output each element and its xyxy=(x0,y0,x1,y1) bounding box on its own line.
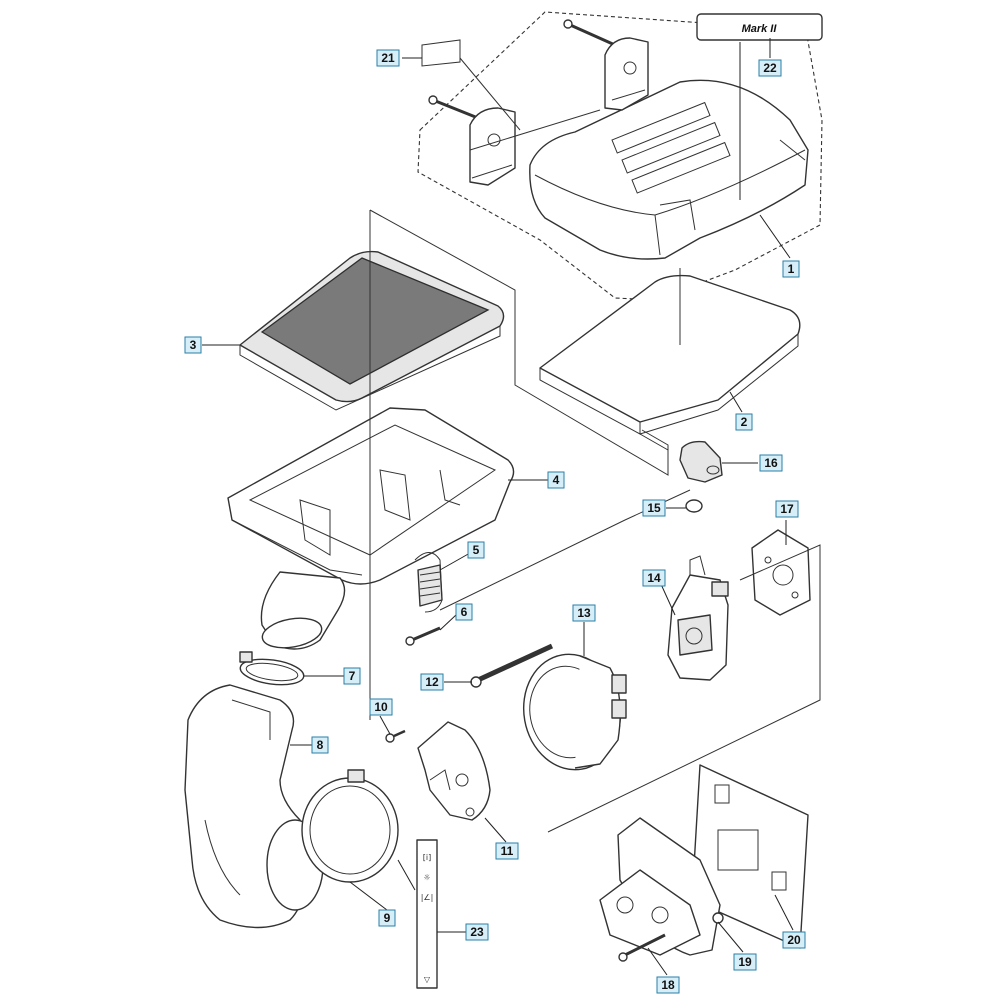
callout-19: 19 xyxy=(733,953,757,971)
callout-18: 18 xyxy=(656,976,680,994)
svg-text:11: 11 xyxy=(501,844,514,858)
callout-leaders xyxy=(202,38,794,976)
svg-text:22: 22 xyxy=(763,61,777,75)
cover-bracket-upper xyxy=(604,37,649,111)
callout-20: 20 xyxy=(782,931,806,949)
assembly-guide-lines xyxy=(369,57,821,833)
callout-8: 8 xyxy=(311,736,329,754)
svg-text:14: 14 xyxy=(647,571,661,585)
svg-text:3: 3 xyxy=(190,338,197,352)
callout-11: 11 xyxy=(495,842,519,860)
intake-flange-part xyxy=(599,817,721,956)
svg-text:13: 13 xyxy=(577,606,591,620)
long-bolt-part xyxy=(470,643,554,688)
svg-text:5: 5 xyxy=(473,543,480,557)
hose-clamp-large-part xyxy=(301,769,399,883)
svg-text:10: 10 xyxy=(374,700,388,714)
hook-spring-part xyxy=(414,552,443,613)
svg-text:15: 15 xyxy=(647,501,661,515)
svg-text:9: 9 xyxy=(384,911,391,925)
cap-part xyxy=(679,440,723,483)
callout-13: 13 xyxy=(572,604,596,622)
callout-23: 23 xyxy=(465,923,489,941)
callout-17: 17 xyxy=(775,500,799,518)
callout-6: 6 xyxy=(455,603,473,621)
adapter-ring-part xyxy=(522,653,627,771)
cover-screw-upper xyxy=(563,19,616,47)
filter-housing-part xyxy=(227,407,515,650)
housing-screw-part xyxy=(405,626,441,646)
air-filter-part xyxy=(239,250,505,411)
flange-screw-part xyxy=(618,933,666,962)
mounting-bracket-part xyxy=(417,721,491,821)
small-screw-part xyxy=(385,729,406,743)
svg-text:12: 12 xyxy=(425,675,439,689)
callout-9: 9 xyxy=(378,909,396,927)
label-strip-part xyxy=(421,39,461,67)
callout-2: 2 xyxy=(735,413,753,431)
filter-foam-pad-part xyxy=(539,274,801,435)
svg-text:2: 2 xyxy=(741,415,748,429)
callout-10: 10 xyxy=(369,698,393,716)
svg-text:8: 8 xyxy=(317,738,324,752)
svg-text:1: 1 xyxy=(788,262,795,276)
svg-text:▽: ▽ xyxy=(424,975,431,984)
info-label-strip-part: [i] ☼ |∠| ▽ xyxy=(416,839,438,989)
svg-text:19: 19 xyxy=(738,955,752,969)
svg-text:4: 4 xyxy=(553,473,560,487)
cover-bracket-left xyxy=(469,107,516,186)
carburetor-part xyxy=(667,555,729,681)
small-washer-part xyxy=(712,912,724,924)
svg-text:17: 17 xyxy=(780,502,794,516)
cover-screw-left xyxy=(428,95,479,120)
intake-hose-part xyxy=(184,684,324,929)
svg-text:23: 23 xyxy=(470,925,484,939)
svg-text:|∠|: |∠| xyxy=(421,893,434,902)
carburetor-gasket-part xyxy=(751,529,811,616)
top-cover-part xyxy=(529,79,809,260)
callout-22: 22 xyxy=(758,59,782,77)
callout-5: 5 xyxy=(467,541,485,559)
mark-ii-decal: Mark II xyxy=(696,13,823,41)
svg-text:18: 18 xyxy=(661,978,675,992)
svg-text:☼: ☼ xyxy=(423,873,430,882)
svg-text:7: 7 xyxy=(349,669,356,683)
svg-text:6: 6 xyxy=(461,605,468,619)
svg-text:20: 20 xyxy=(787,933,801,947)
callout-3: 3 xyxy=(184,336,202,354)
callout-12: 12 xyxy=(420,673,444,691)
decal-text: Mark II xyxy=(742,23,778,35)
callout-14: 14 xyxy=(642,569,666,587)
svg-text:[i]: [i] xyxy=(423,853,431,862)
svg-text:21: 21 xyxy=(381,51,395,65)
hose-clamp-small-part xyxy=(239,651,305,686)
callout-16: 16 xyxy=(759,454,783,472)
small-fitting-part xyxy=(685,499,703,513)
callout-1: 1 xyxy=(782,260,800,278)
svg-text:16: 16 xyxy=(764,456,778,470)
callout-21: 21 xyxy=(376,49,400,67)
callout-7: 7 xyxy=(343,667,361,685)
callout-15: 15 xyxy=(642,499,666,517)
callout-4: 4 xyxy=(547,471,565,489)
